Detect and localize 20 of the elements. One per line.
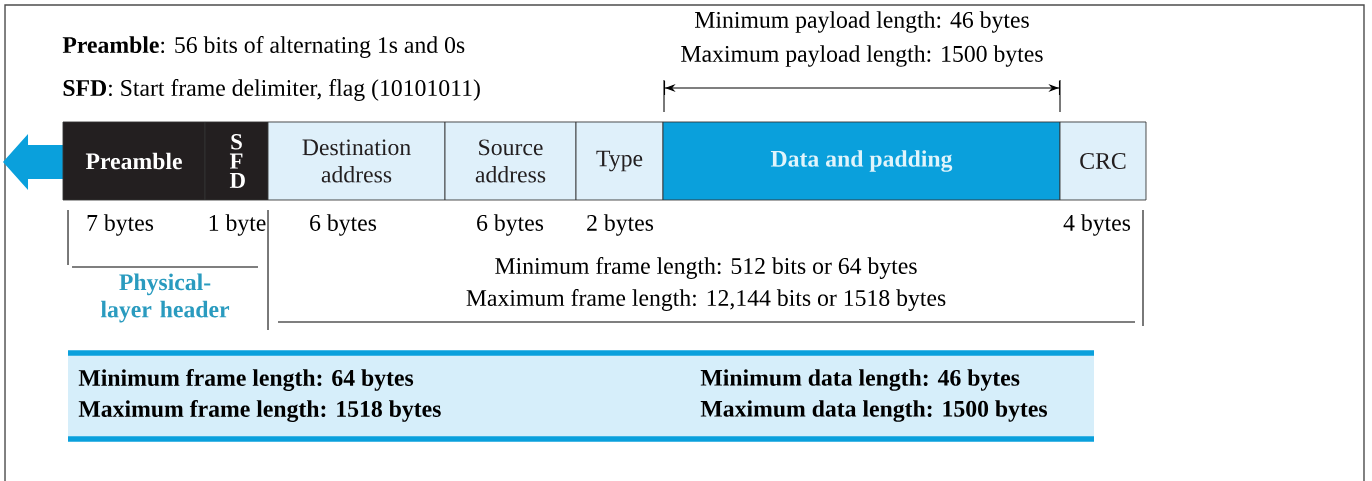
byte-count: 6 bytes — [477, 214, 544, 236]
field-box: S F D — [204, 121, 269, 201]
field-box: Destination address — [267, 121, 446, 201]
byte-count: 7 bytes — [87, 214, 154, 236]
note: SFD: Start frame delimiter, flag (10101011) — [63, 79, 480, 101]
bracket-label: Physical-layer header — [100, 273, 230, 323]
dimension-label: Maximum payload length: 1500 bytes — [681, 45, 1043, 67]
byte-count: 1 byte — [209, 214, 266, 236]
byte-count: 6 bytes — [310, 214, 377, 236]
info-box: Minimum frame length: 64 bytes Maximum frame length: 1518 bytes Minimum data length: 46 bytes Maximum data length: 1500 bytes — [68, 350, 1094, 442]
field-box: Data and padding — [662, 121, 1061, 201]
dimension-label: Minimum frame length: 512 bits or 64 bytes — [495, 257, 917, 279]
dimension-label: Minimum payload length: 46 bytes — [695, 11, 1029, 33]
field-box: CRC — [1059, 121, 1147, 201]
field-box: Source address — [444, 121, 577, 201]
byte-count: 4 bytes — [1063, 214, 1131, 236]
byte-count: 2 bytes — [587, 214, 654, 236]
note: Preamble: 56 bits of alternating 1s and 0s — [62, 36, 465, 58]
field-box: Type — [575, 121, 664, 201]
dimension-label: Maximum frame length: 12,144 bits or 1518 bytes — [466, 289, 946, 311]
